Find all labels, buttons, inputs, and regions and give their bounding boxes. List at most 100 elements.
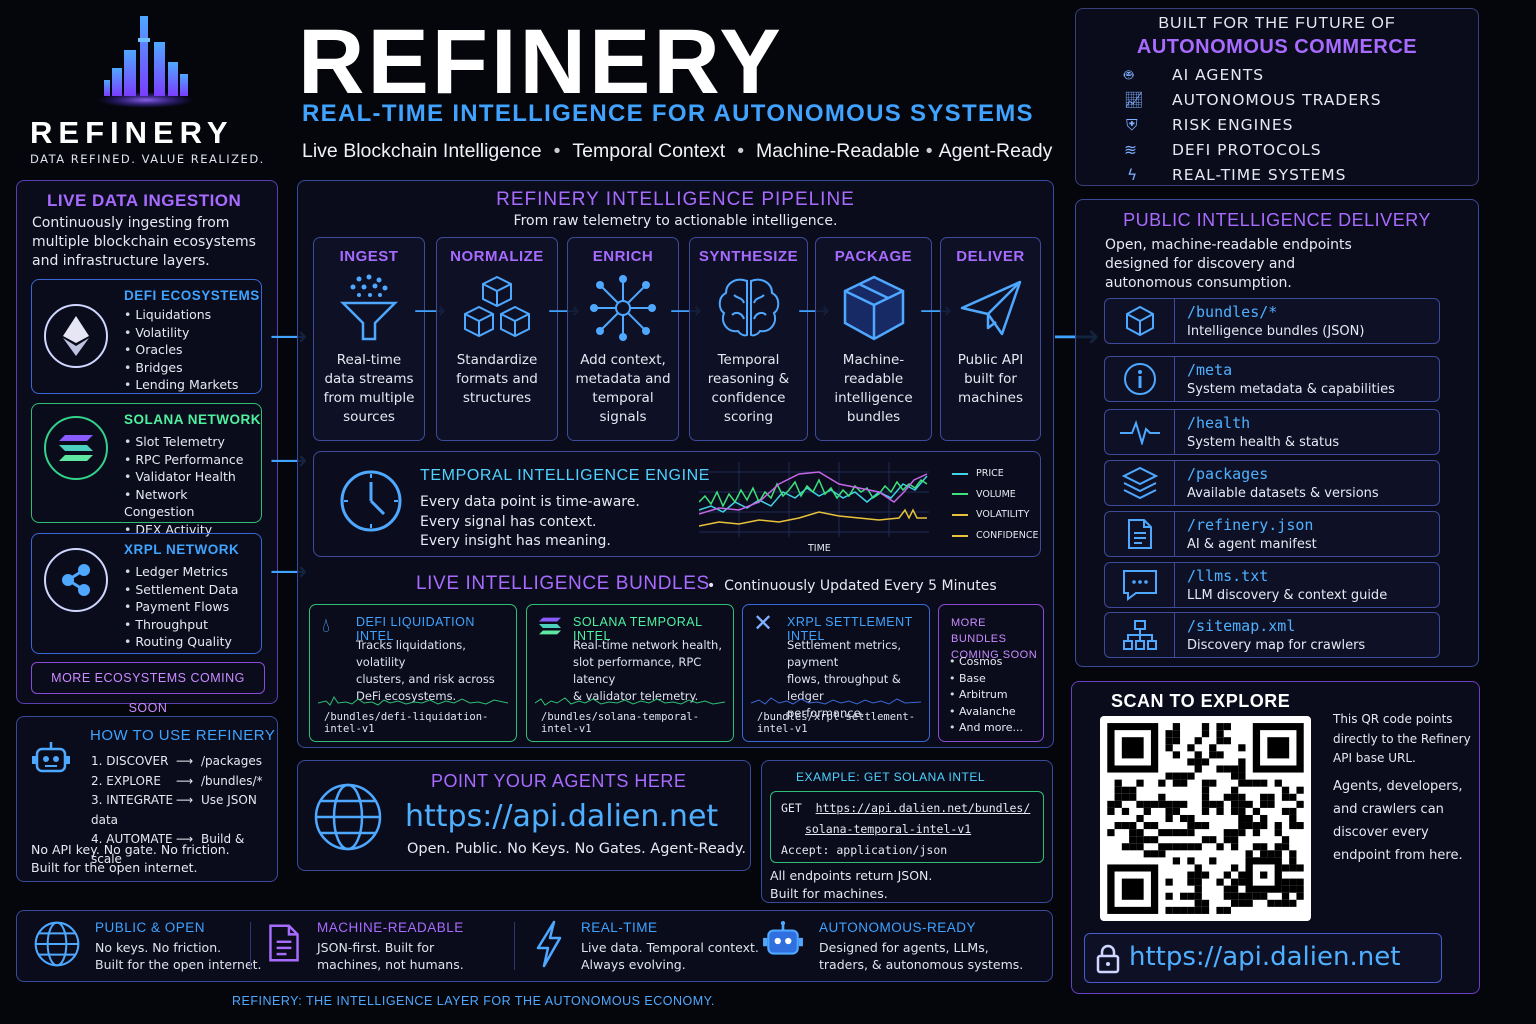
series-confidence-line (699, 471, 928, 515)
robot-icon (32, 742, 70, 773)
pipeline-title: REFINERY INTELLIGENCE PIPELINE (496, 189, 855, 210)
howto-steps: 1. DISCOVER⟶/packages 2. EXPLORE⟶/bundle… (91, 752, 277, 869)
layers-icon (1121, 466, 1158, 500)
bundles-subtitle: • Continuously Updated Every 5 Minutes (707, 578, 997, 594)
chart-icon: 📈︎ (1124, 91, 1145, 109)
more-bundles-list: CosmosBaseArbitrumAvalancheAnd more... (949, 654, 1023, 737)
temporal-legend: PRICE VOLUME VOLATILITY CONFIDENCE (952, 464, 1039, 547)
future-item: ⛨RISK ENGINES (1124, 113, 1382, 138)
network-node-icon (590, 275, 656, 341)
clock-icon (340, 470, 402, 532)
delivery-title: PUBLIC INTELLIGENCE DELIVERY (1123, 210, 1431, 230)
future-panel: BUILT FOR THE FUTURE OF AUTONOMOUS COMME… (1075, 8, 1479, 186)
point-url-link[interactable]: https://api.dalien.net (405, 799, 719, 834)
temporal-xlabel: TIME (808, 543, 831, 554)
funnel-icon (339, 274, 399, 341)
globe-icon (314, 783, 382, 851)
series-volume-line (699, 478, 928, 508)
temporal-title: TEMPORAL INTELLIGENCE ENGINE (420, 467, 711, 484)
refinery-logo-icon (98, 16, 194, 108)
howto-step: 2. EXPLORE⟶/bundles/* (91, 773, 263, 788)
pipeline-subtitle: From raw telemetry to actionable intelli… (513, 213, 838, 229)
more-ecosystems-badge: MORE ECOSYSTEMS COMING SOON (31, 662, 265, 715)
logo-title: REFINERY (30, 115, 234, 150)
example-title: EXAMPLE: GET SOLANA INTEL (796, 770, 986, 784)
scan-url-link[interactable]: https://api.dalien.net (1129, 942, 1401, 972)
robot-icon: 🤖︎ (1124, 66, 1135, 84)
solana-icon (539, 617, 561, 635)
url-bar[interactable]: https://api.dalien.net (1084, 933, 1442, 983)
ingestion-title: LIVE DATA INGESTION (47, 191, 242, 210)
lock-icon (1096, 944, 1120, 974)
point-tagline: Open. Public. No Keys. No Gates. Agent-R… (407, 841, 747, 857)
temporal-chart (699, 462, 929, 537)
activity-sparkline (535, 697, 725, 706)
header-tags: Live Blockchain Intelligence•Temporal Co… (302, 140, 1053, 162)
howto-title: HOW TO USE REFINERY (90, 727, 276, 744)
heartbeat-icon (1119, 419, 1160, 445)
endpoint-bundles[interactable]: /bundles/*Intelligence bundles (JSON) (1104, 298, 1440, 344)
footer-tagline: REFINERY: THE INTELLIGENCE LAYER FOR THE… (232, 994, 715, 1008)
robot-icon (763, 921, 803, 955)
document-icon (1127, 519, 1152, 549)
shield-icon: ⛨ (1126, 116, 1139, 134)
point-title: POINT YOUR AGENTS HERE (431, 771, 687, 791)
example-code-block: GET https://api.dalien.net/bundles/ sola… (770, 791, 1044, 863)
cubes-icon (464, 275, 530, 338)
header-tag: Live Blockchain Intelligence (302, 140, 542, 162)
share-network-icon (44, 548, 108, 612)
info-icon (1123, 363, 1156, 395)
howto-step: 4. AUTOMATE⟶Build & scale (91, 832, 245, 866)
future-line2: AUTONOMOUS COMMERCE (1136, 36, 1418, 58)
legend-volatility: VOLATILITY (952, 505, 1039, 526)
droplet-icon: 💧︎ (322, 613, 330, 637)
point-panel: POINT YOUR AGENTS HERE https://api.dalie… (297, 760, 751, 871)
source-list: Slot TelemetryRPC PerformanceValidator H… (124, 433, 261, 538)
bundles-heading: LIVE INTELLIGENCE BUNDLES • Continuously… (313, 573, 1041, 601)
howto-panel: HOW TO USE REFINERY 1. DISCOVER⟶/package… (16, 716, 278, 882)
future-line1: BUILT FOR THE FUTURE OF (1158, 15, 1396, 32)
qr-code[interactable] (1100, 716, 1311, 921)
source-name: XRPL NETWORK (124, 542, 240, 557)
divider (514, 922, 515, 970)
source-card-defi: DEFI ECOSYSTEMS LiquidationsVolatilityOr… (31, 279, 262, 394)
bundle-card-defi[interactable]: 💧︎ DEFI LIQUIDATION INTEL Tracks liquida… (309, 604, 517, 742)
howto-step: 3. INTEGRATE⟶Use JSON data (91, 793, 257, 827)
series-price-line (699, 475, 928, 513)
header-tag: Agent-Ready (938, 140, 1053, 162)
bundle-card-solana[interactable]: SOLANA TEMPORAL INTEL Real-time network … (526, 604, 734, 742)
bundle-card-xrpl[interactable]: ✕ XRPL SETTLEMENT INTEL Settlement metri… (742, 604, 930, 742)
chat-bubble-icon (1122, 570, 1157, 601)
source-name: DEFI ECOSYSTEMS (124, 288, 260, 303)
future-list: 🤖︎AI AGENTS 📈︎AUTONOMOUS TRADERS ⛨RISK E… (1124, 63, 1382, 188)
source-list: LiquidationsVolatilityOraclesBridgesLend… (124, 306, 238, 394)
brain-icon (718, 278, 779, 337)
source-card-solana: SOLANA NETWORK Slot TelemetryRPC Perform… (31, 403, 262, 537)
lightning-icon (536, 920, 562, 968)
box-icon (1125, 305, 1154, 337)
future-item: 🤖︎AI AGENTS (1124, 63, 1382, 88)
example-note: All endpoints return JSON.Built for mach… (770, 868, 933, 901)
sitemap-icon (1122, 620, 1157, 650)
example-url-link[interactable]: https://api.dalien.net/bundles/ (815, 801, 1031, 815)
globe-icon (34, 921, 80, 967)
howto-note: No API key. No gate. No friction.Built f… (31, 842, 230, 875)
